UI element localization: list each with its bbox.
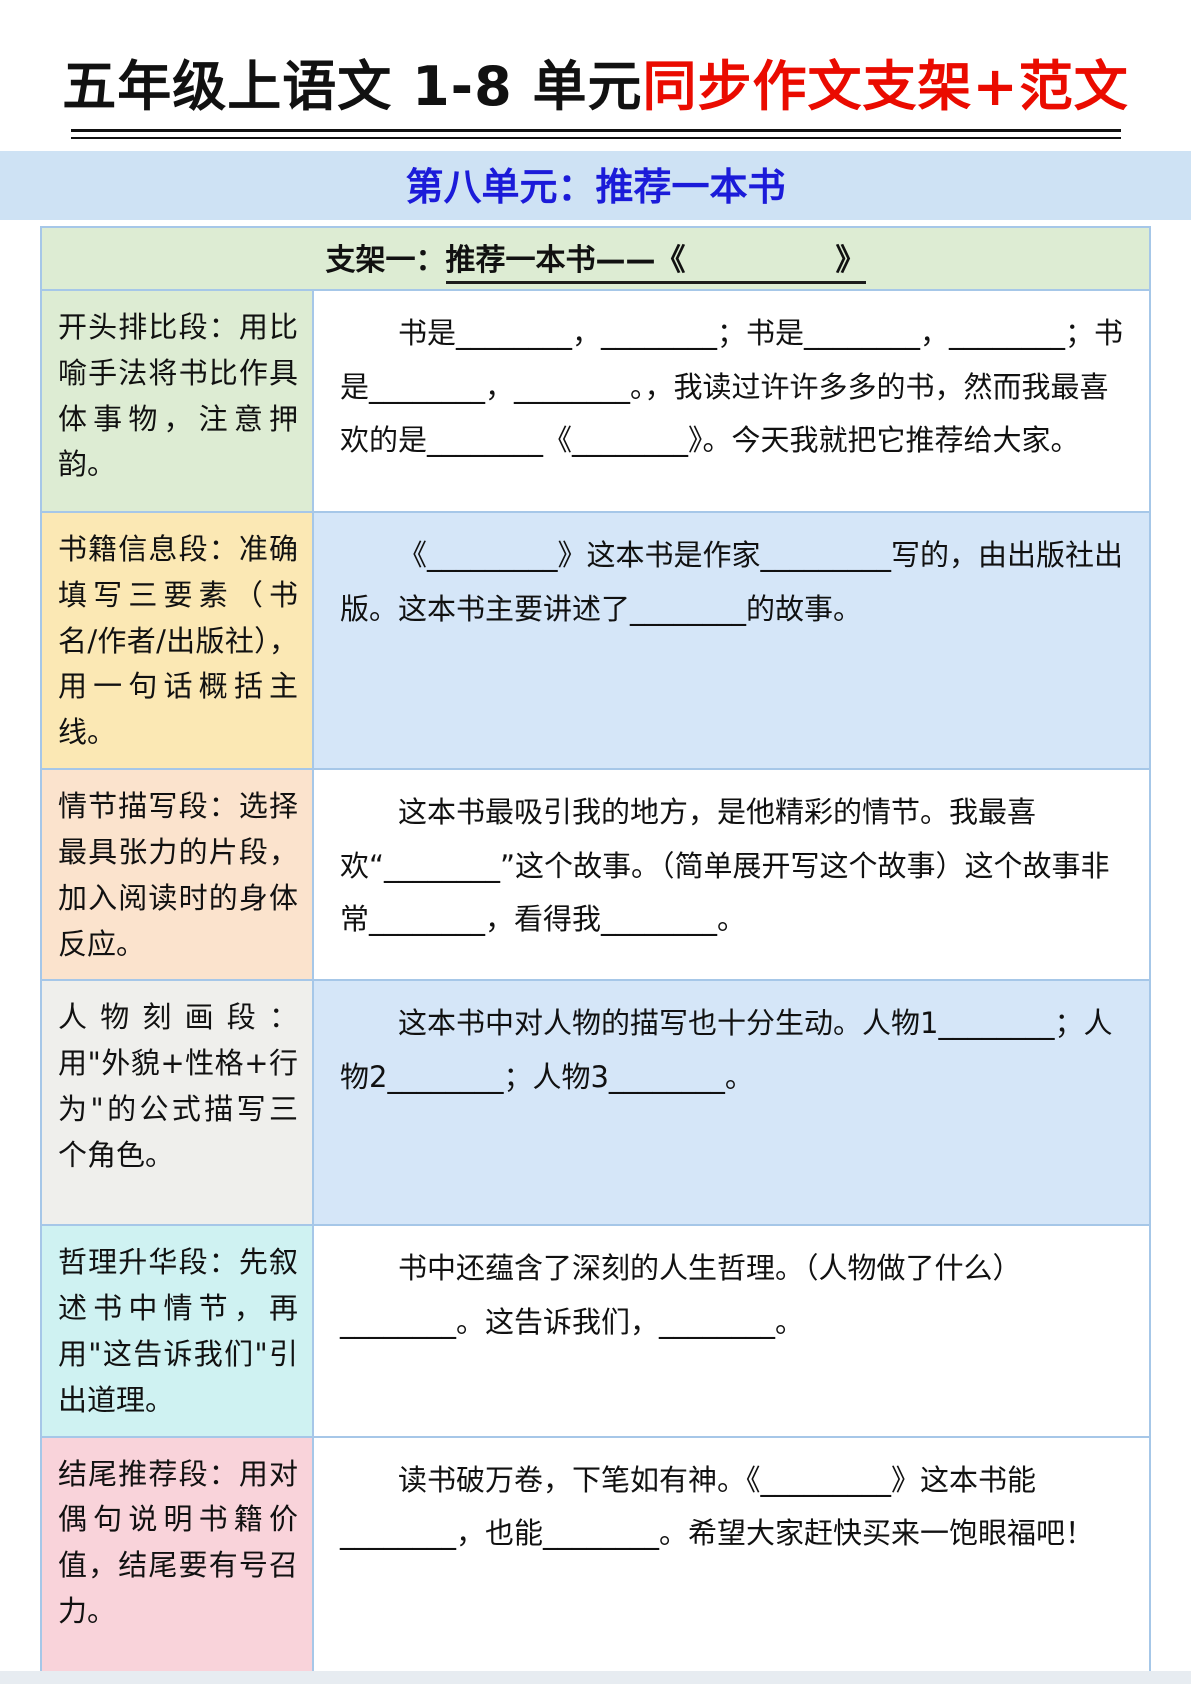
table-row: 哲理升华段：先叙述书中情节，再用"这告诉我们"引出道理。 书中还蕴含了深刻的人生…	[42, 1226, 1149, 1438]
section-content-opening: 书是________，________；书是________，________；…	[314, 291, 1149, 511]
unit-subtitle: 第八单元：推荐一本书	[0, 151, 1191, 220]
page-title-red: 同步作文支架+范文	[642, 55, 1129, 118]
table-row: 开头排比段：用比喻手法将书比作具体事物，注意押韵。 书是________，___…	[42, 291, 1149, 513]
section-content-philosophy: 书中还蕴含了深刻的人生哲理。（人物做了什么）________。这告诉我们，___…	[314, 1226, 1149, 1436]
section-label-book-info: 书籍信息段：准确填写三要素（书名/作者/出版社），用一句话概括主线。	[42, 513, 314, 769]
bottom-strip	[0, 1671, 1191, 1684]
section-content-plot: 这本书最吸引我的地方，是他精彩的情节。我最喜欢“________”这个故事。（简…	[314, 770, 1149, 980]
table-header-title: 推荐一本书——《 》	[445, 243, 866, 284]
page-title-black: 五年级上语文 1-8 单元	[62, 55, 643, 118]
table-row: 结尾推荐段：用对偶句说明书籍价值，结尾要有号召力。 读书破万卷，下笔如有神。《_…	[42, 1437, 1149, 1684]
section-label-plot: 情节描写段：选择最具张力的片段，加入阅读时的身体反应。	[42, 770, 314, 980]
table-header-prefix: 支架一：	[325, 243, 446, 278]
section-label-ending: 结尾推荐段：用对偶句说明书籍价值，结尾要有号召力。	[42, 1437, 314, 1684]
section-label-characters: 人物刻画段：用"外貌+性格+行为"的公式描写三个角色。	[42, 981, 314, 1225]
section-content-book-info: 《_________》这本书是作家_________写的，由出版社出版。这本书主…	[314, 513, 1149, 769]
table-row: 人物刻画段：用"外貌+性格+行为"的公式描写三个角色。 这本书中对人物的描写也十…	[42, 981, 1149, 1227]
table-row: 情节描写段：选择最具张力的片段，加入阅读时的身体反应。 这本书最吸引我的地方，是…	[42, 770, 1149, 982]
scaffold-table: 支架一：推荐一本书——《 》 开头排比段：用比喻手法将书比作具体事物，注意押韵。…	[40, 226, 1151, 1684]
section-content-characters: 这本书中对人物的描写也十分生动。人物1________；人物2________；…	[314, 981, 1149, 1225]
table-row: 书籍信息段：准确填写三要素（书名/作者/出版社），用一句话概括主线。 《____…	[42, 513, 1149, 771]
section-label-philosophy: 哲理升华段：先叙述书中情节，再用"这告诉我们"引出道理。	[42, 1226, 314, 1436]
table-header: 支架一：推荐一本书——《 》	[42, 228, 1149, 291]
section-label-opening: 开头排比段：用比喻手法将书比作具体事物，注意押韵。	[42, 291, 314, 511]
page-title: 五年级上语文 1-8 单元同步作文支架+范文	[0, 0, 1191, 121]
title-divider	[70, 129, 1121, 139]
section-content-ending: 读书破万卷，下笔如有神。《_________》这本书能________，也能__…	[314, 1437, 1149, 1684]
